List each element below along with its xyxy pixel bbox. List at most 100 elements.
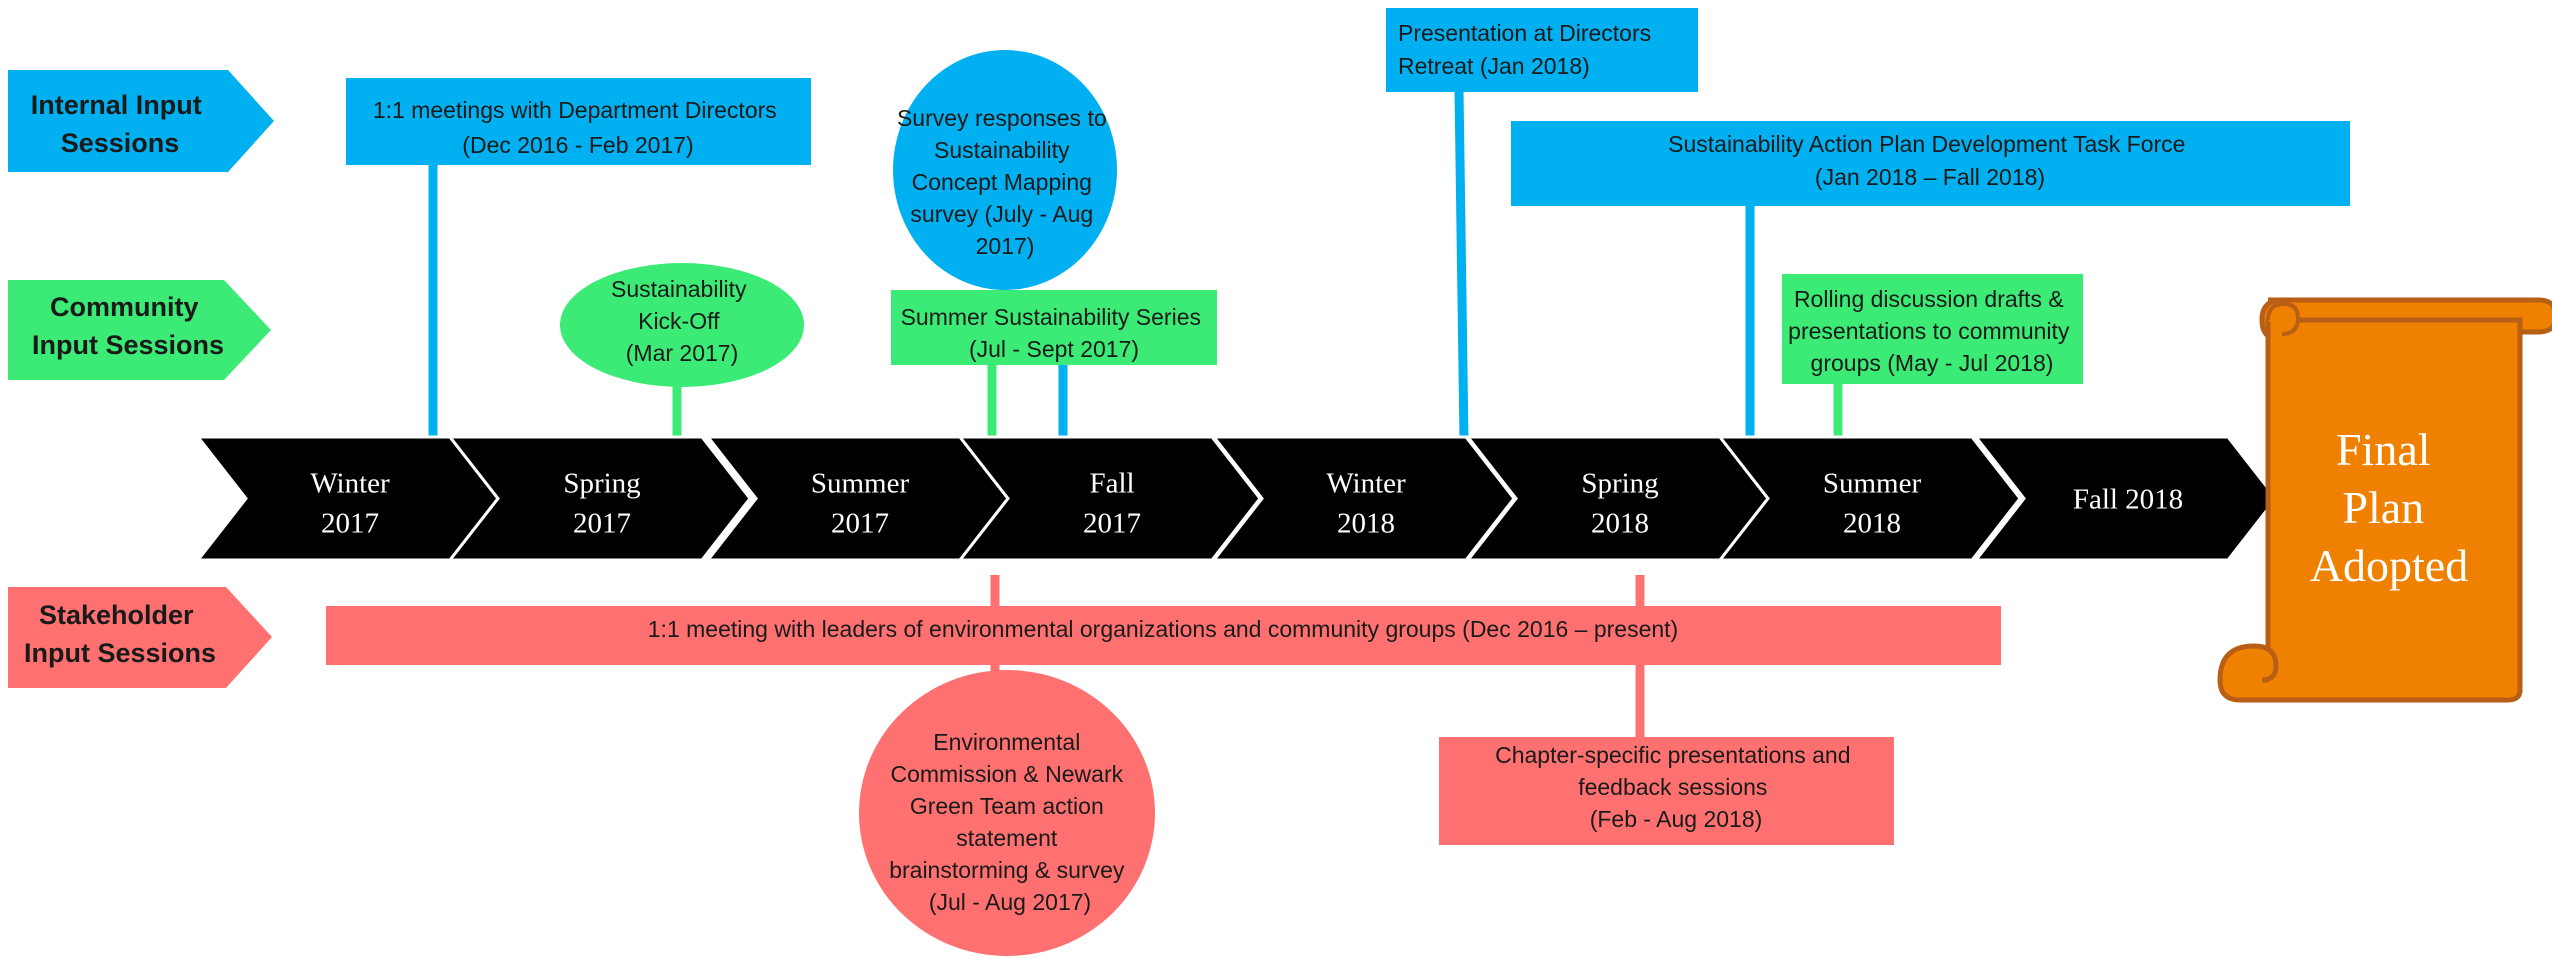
task-force-line: (Jan 2018 – Fall 2018) (1815, 164, 2045, 190)
retreat-text: Presentation at Directors Retreat (Jan 2… (1398, 20, 1658, 79)
season-label: Winter 2017 (310, 468, 390, 540)
final-plan-line: Final (2336, 424, 2431, 475)
chapter-line: feedback sessions (1578, 774, 1767, 800)
season-label-line: 2017 (321, 508, 379, 540)
stakeholder-arrow (8, 587, 272, 688)
category-internal: Internal Input Sessions (8, 70, 274, 172)
community-label: Community Input Sessions (32, 292, 224, 360)
internal-arrow (8, 70, 274, 172)
final-plan-line: Plan (2342, 482, 2424, 533)
community-label-line: Community (50, 292, 199, 322)
env-commission-circle (859, 670, 1155, 956)
stakeholder-label-line: Stakeholder (39, 600, 194, 630)
chapter-line: Chapter-specific presentations and (1495, 742, 1850, 768)
dept-directors-line: 1:1 meetings with Department Directors (373, 97, 777, 123)
season-chevron-shape (1716, 435, 2022, 562)
kickoff-text: Sustainability Kick-Off (Mar 2017) (611, 276, 753, 366)
summer-series-box (891, 290, 1217, 365)
survey-line: Sustainability (934, 137, 1070, 163)
season-label: Spring 2018 (1581, 468, 1658, 540)
season-label-line: 2017 (831, 508, 889, 540)
leaders-bar (326, 606, 2001, 665)
env-commission-line: Green Team action (910, 793, 1104, 819)
season-chevron-shape (956, 435, 1262, 562)
season-label-line: Spring (1581, 468, 1658, 500)
kickoff-ellipse (560, 263, 804, 387)
kickoff-line: Kick-Off (638, 308, 720, 334)
rolling-line: Rolling discussion drafts & (1794, 286, 2064, 312)
retreat-line: Presentation at Directors (1398, 20, 1651, 46)
retreat-line: Retreat (Jan 2018) (1398, 53, 1590, 79)
season-label-line: Spring (563, 468, 640, 500)
retreat-box (1386, 8, 1698, 92)
season-chevron: Winter 2018 (1210, 435, 1516, 562)
season-label-line: 2018 (1337, 508, 1395, 540)
season-label-line: 2017 (573, 508, 631, 540)
category-community: Community Input Sessions (8, 280, 271, 380)
summer-series-line: (Jul - Sept 2017) (969, 336, 1139, 362)
season-label-line: 2018 (1843, 508, 1901, 540)
chapter-box (1439, 737, 1894, 845)
final-plan-line: Adopted (2310, 540, 2468, 591)
final-plan-scroll: Final Plan Adopted (2217, 297, 2552, 703)
category-stakeholder: Stakeholder Input Sessions (8, 587, 272, 688)
summer-series-text: Summer Sustainability Series (Jul - Sept… (901, 304, 1208, 362)
survey-text: Survey responses to Sustainability Conce… (897, 105, 1113, 259)
rolling-line: presentations to community (1788, 318, 2070, 344)
kickoff-line: Sustainability (611, 276, 747, 302)
event-chapter: Chapter-specific presentations and feedb… (1439, 737, 1894, 845)
connector-retreat (1454, 89, 1469, 441)
survey-line: 2017) (976, 233, 1035, 259)
task-force-box (1511, 121, 2350, 206)
rolling-text: Rolling discussion drafts & presentation… (1788, 286, 2076, 376)
env-commission-line: brainstorming & survey (889, 857, 1125, 883)
final-plan-text: Final Plan Adopted (2310, 424, 2468, 591)
stakeholder-label: Stakeholder Input Sessions (24, 600, 216, 668)
event-env-commission: Environmental Commission & Newark Green … (859, 670, 1155, 956)
season-label: Summer 2017 (811, 468, 910, 540)
season-chevron: Fall 2018 (1972, 435, 2278, 562)
env-commission-text: Environmental Commission & Newark Green … (889, 729, 1131, 915)
community-arrow (8, 280, 271, 380)
internal-label-line: Sessions (61, 128, 180, 158)
season-label-line: Fall (1089, 468, 1134, 500)
community-label-line: Input Sessions (32, 330, 224, 360)
season-label-line: 2018 (1591, 508, 1649, 540)
season-label-line: Fall 2018 (2073, 484, 2183, 516)
leaders-text: 1:1 meeting with leaders of environmenta… (648, 616, 1678, 642)
event-task-force: Sustainability Action Plan Development T… (1511, 121, 2350, 206)
season-label: Winter 2018 (1326, 468, 1406, 540)
season-label-line: Winter (310, 468, 390, 500)
chapter-text: Chapter-specific presentations and feedb… (1495, 742, 1857, 832)
season-label-line: Winter (1326, 468, 1406, 500)
event-kickoff: Sustainability Kick-Off (Mar 2017) (560, 263, 804, 387)
rolling-box (1782, 274, 2083, 384)
dept-directors-line: (Dec 2016 - Feb 2017) (462, 132, 693, 158)
scroll-bottom-curl (2217, 643, 2523, 703)
env-commission-line: Environmental (933, 729, 1080, 755)
survey-line: Concept Mapping (912, 169, 1092, 195)
season-chevron-shape (1972, 435, 2278, 562)
season-label: Fall 2018 (2073, 484, 2183, 516)
event-survey: Survey responses to Sustainability Conce… (893, 50, 1117, 290)
season-chevron: Summer 2017 (704, 435, 1010, 562)
env-commission-line: statement (956, 825, 1058, 851)
season-chevron-shape (446, 435, 752, 562)
env-commission-line: Commission & Newark (891, 761, 1124, 787)
survey-line: Survey responses to (897, 105, 1107, 131)
scroll-top-roll (2266, 301, 2301, 336)
kickoff-line: (Mar 2017) (626, 340, 738, 366)
rolling-line: groups (May - Jul 2018) (1811, 350, 2054, 376)
scroll-body (2265, 317, 2523, 693)
season-label-line: Summer (811, 468, 910, 500)
summer-series-line: Summer Sustainability Series (901, 304, 1201, 330)
season-label-line: Summer (1823, 468, 1922, 500)
internal-label-line: Internal Input (31, 90, 202, 120)
survey-circle (893, 50, 1117, 290)
event-rolling: Rolling discussion drafts & presentation… (1782, 274, 2083, 384)
task-force-text: Sustainability Action Plan Development T… (1668, 131, 2192, 190)
